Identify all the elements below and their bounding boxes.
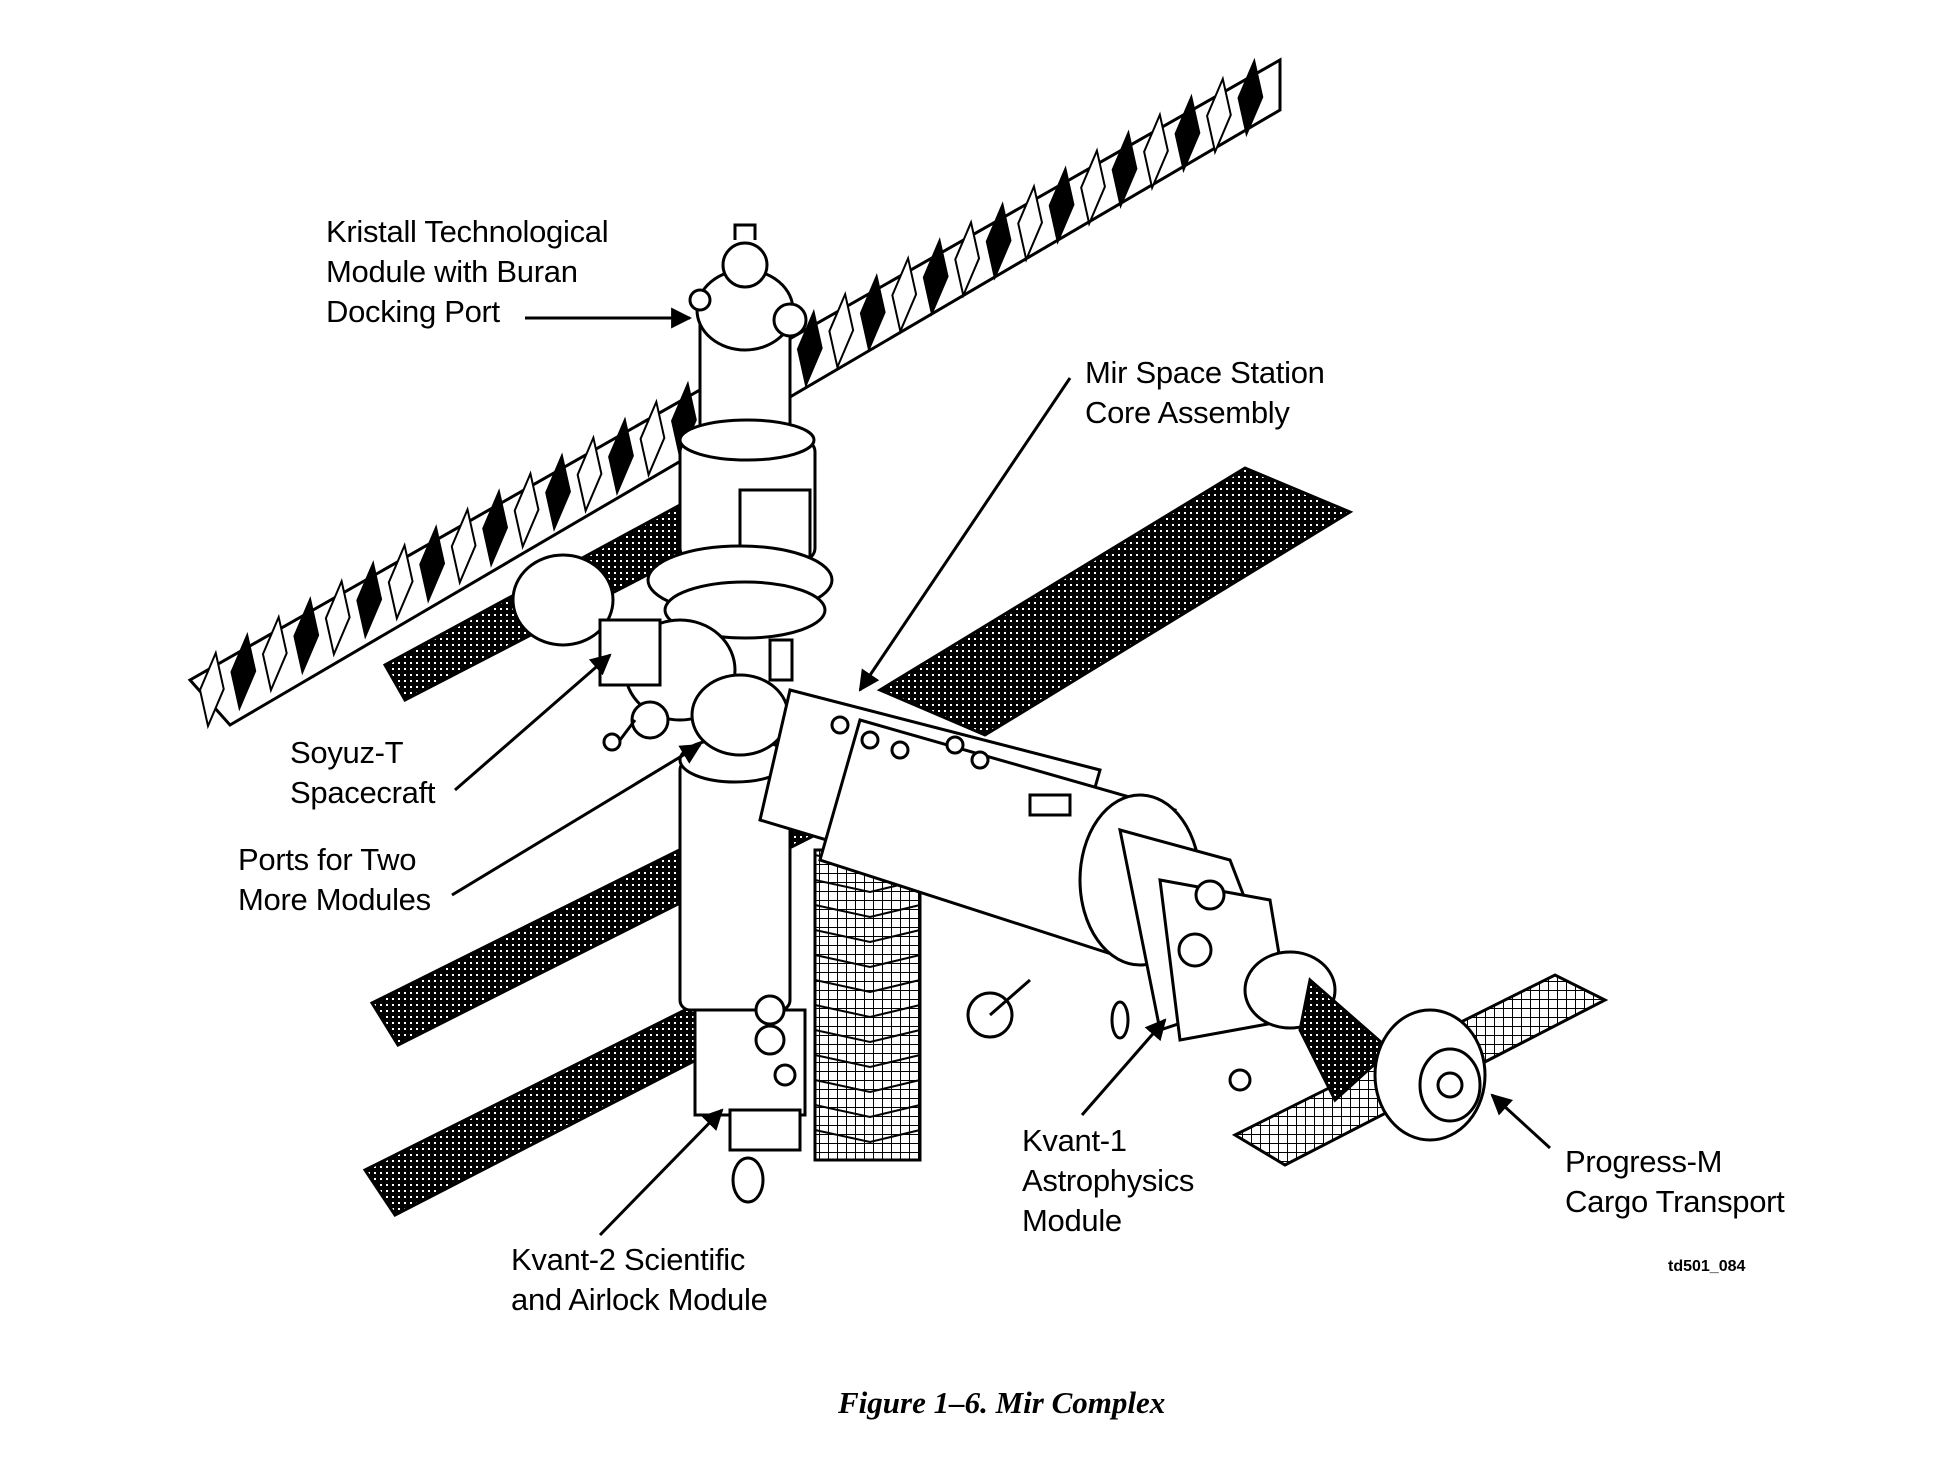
accordion-fold (1174, 93, 1201, 174)
vertical-fold (814, 1004, 921, 1019)
accordion-fold (828, 290, 855, 371)
vertical-fold (814, 979, 921, 994)
progress-label: Progress-M Cargo Transport (1565, 1142, 1785, 1222)
vertical-fold (814, 1029, 921, 1044)
kvant-2-leader (598, 1108, 724, 1237)
vertical-fold (814, 929, 921, 944)
core-right-solar-array (876, 466, 1354, 737)
kristall-label-line-2: Module with Buran (326, 254, 578, 289)
accordion-fold (639, 398, 666, 479)
kvant-2-label-line-2: and Airlock Module (511, 1282, 768, 1317)
accordion-fold (796, 308, 823, 389)
ports-label: Ports for Two More Modules (238, 840, 431, 920)
kvant-2-label-line-1: Kvant-2 Scientific (511, 1242, 746, 1277)
vertical-fold (814, 1129, 921, 1144)
kvant-1-label-line-3: Module (1022, 1203, 1122, 1238)
accordion-fold (1048, 165, 1075, 245)
accordion-fold (324, 578, 351, 658)
soyuz-label-line-2: Spacecraft (290, 775, 436, 810)
figure-caption: Figure 1–6. Mir Complex (838, 1385, 1166, 1420)
accordion-fold (576, 434, 603, 514)
soyuz-label: Soyuz-T Spacecraft (290, 733, 436, 813)
progress-label-line-1: Progress-M (1565, 1144, 1723, 1179)
accordion-fold (513, 470, 540, 550)
accordion-fold (1237, 57, 1264, 138)
image-code: td501_084 (1668, 1258, 1746, 1275)
accordion-fold (198, 649, 225, 730)
accordion-fold (1143, 111, 1169, 192)
vertical-fold (814, 1079, 921, 1094)
accordion-fold (293, 595, 320, 676)
soyuz-label-line-1: Soyuz-T (290, 735, 404, 770)
core-label: Mir Space Station Core Assembly (1085, 353, 1325, 433)
kvant-1-module (966, 827, 1292, 1092)
kvant-1-label-line-1: Kvant-1 (1022, 1123, 1127, 1158)
accordion-fold (922, 237, 949, 317)
accordion-fold (891, 255, 918, 335)
accordion-fold (545, 452, 571, 532)
kvant-1-label: Kvant-1 Astrophysics Module (1022, 1121, 1194, 1241)
soyuz-leader (454, 653, 612, 792)
accordion-fold (1017, 183, 1044, 263)
progress-m-transport (1231, 950, 1609, 1167)
accordion-fold (985, 201, 1012, 281)
accordion-fold (419, 524, 446, 604)
core-leader (858, 377, 1072, 692)
vertical-fold (814, 904, 921, 919)
core-label-line-2: Core Assembly (1085, 395, 1290, 430)
kristall-label-line-1: Kristall Technological (326, 214, 609, 249)
accordion-fold (1206, 75, 1232, 156)
accordion-fold (482, 488, 509, 568)
core-label-line-1: Mir Space Station (1085, 355, 1325, 390)
vertical-fold (814, 954, 921, 969)
accordion-fold (356, 560, 383, 640)
kristall-module (646, 223, 834, 682)
kvant-1-leader (1080, 1018, 1167, 1116)
ports-label-line-1: Ports for Two (238, 842, 417, 877)
accordion-fold (608, 416, 634, 497)
ports-leader (451, 743, 702, 897)
ports-label-line-2: More Modules (238, 882, 431, 917)
accordion-fold (859, 273, 886, 353)
accordion-fold (671, 380, 697, 461)
accordion-fold (1080, 147, 1106, 227)
kristall-label: Kristall Technological Module with Buran… (326, 212, 609, 332)
kvant-2-label: Kvant-2 Scientific and Airlock Module (511, 1240, 768, 1320)
kristall-label-line-3: Docking Port (326, 294, 500, 329)
callout-lines (451, 307, 1552, 1237)
kvant-2-module (678, 736, 807, 1204)
accordion-fold (954, 219, 981, 299)
vertical-fold (814, 1054, 921, 1069)
accordion-fold (230, 631, 257, 712)
accordion-fold (1111, 129, 1138, 209)
vertical-fold (814, 1104, 921, 1119)
kvant-2-accordion-array (813, 848, 922, 1162)
accordion-fold (387, 542, 414, 622)
accordion-fold (261, 613, 288, 694)
kvant-1-label-line-2: Astrophysics (1022, 1163, 1195, 1198)
progress-leader (1490, 1093, 1552, 1150)
accordion-fold (450, 506, 477, 586)
progress-label-line-2: Cargo Transport (1565, 1184, 1785, 1219)
